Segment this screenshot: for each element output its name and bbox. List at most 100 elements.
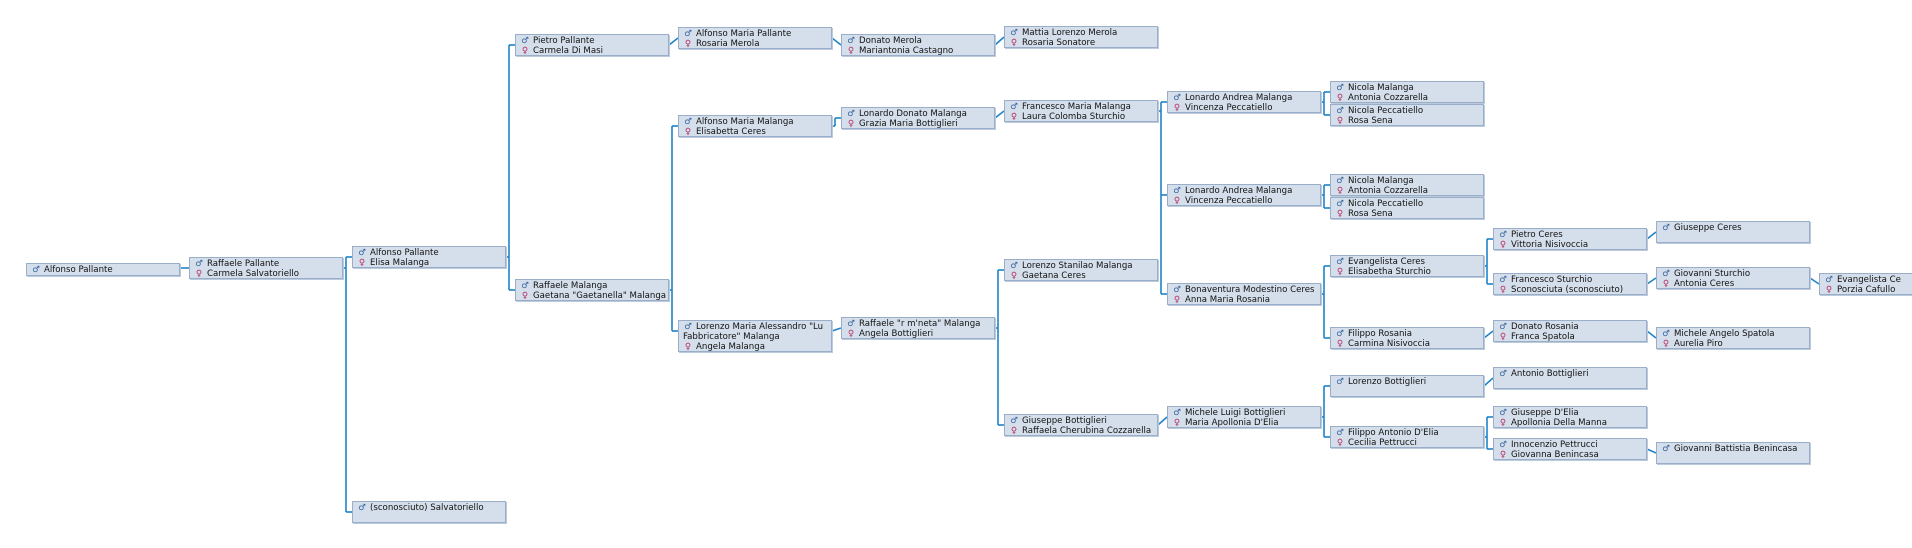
father-name: Alfonso Maria Malanga xyxy=(696,117,794,127)
father-name: Innocenzio Pettrucci xyxy=(1511,440,1598,450)
mother-name: Elisa Malanga xyxy=(370,258,430,268)
female-icon: ♀ xyxy=(1173,295,1181,305)
male-icon: ♂ xyxy=(1499,369,1507,379)
female-icon: ♀ xyxy=(1336,339,1344,349)
mother-name: Maria Apollonia D'Elia xyxy=(1185,418,1279,428)
person-box-pietro-ceres[interactable]: ♂Pietro Ceres ♀Vittoria Nisivoccia xyxy=(1493,228,1647,250)
father-name: Bonaventura Modestino Ceres xyxy=(1185,285,1315,295)
father-name: Alfonso Maria Pallante xyxy=(696,29,792,39)
father-name: Raffaele "r m'neta" Malanga xyxy=(859,319,981,329)
male-icon: ♂ xyxy=(1010,416,1018,426)
person-box-filippo-antonio-delia[interactable]: ♂Filippo Antonio D'Elia ♀Cecilia Pettruc… xyxy=(1330,426,1484,448)
female-icon: ♀ xyxy=(1010,426,1018,436)
male-icon: ♂ xyxy=(684,322,692,332)
female-icon: ♀ xyxy=(1499,418,1507,428)
person-box-pietro-pallante[interactable]: ♂Pietro Pallante ♀Carmela Di Masi xyxy=(515,34,669,56)
person-box-alfonso-pallante[interactable]: ♂ Alfonso Pallante xyxy=(26,263,180,276)
mother-name: Gaetana Ceres xyxy=(1022,271,1086,281)
father-name-line1: Lorenzo Maria Alessandro "Lu xyxy=(696,322,824,332)
father-name: Donato Merola xyxy=(859,36,922,46)
female-icon: ♀ xyxy=(847,329,855,339)
father-name: Giuseppe Bottiglieri xyxy=(1022,416,1107,426)
father-name: Lorenzo Bottiglieri xyxy=(1348,377,1427,387)
person-box-giuseppe-bottiglieri[interactable]: ♂Giuseppe Bottiglieri ♀Raffaela Cherubin… xyxy=(1004,414,1158,436)
mother-name: Franca Spatola xyxy=(1511,332,1575,342)
male-icon: ♂ xyxy=(1662,444,1670,454)
male-icon: ♂ xyxy=(1336,199,1344,209)
mother-name: Antonia Cozzarella xyxy=(1348,93,1429,103)
male-icon: ♂ xyxy=(1499,230,1507,240)
mother-name: Rosaria Sonatore xyxy=(1022,38,1096,48)
male-icon: ♂ xyxy=(195,259,203,269)
person-box-nicola-peccatiello-2[interactable]: ♂Nicola Peccatiello ♀Rosa Sena xyxy=(1330,197,1484,219)
father-name: Michele Luigi Bottiglieri xyxy=(1185,408,1286,418)
person-box-lonardo-andrea-malanga-2[interactable]: ♂Lonardo Andrea Malanga ♀Vincenza Peccat… xyxy=(1167,184,1321,206)
father-name: Nicola Peccatiello xyxy=(1348,106,1424,116)
person-box-michele-angelo-spatola[interactable]: ♂Michele Angelo Spatola ♀Aurelia Piro xyxy=(1656,327,1810,349)
mother-name: Angela Malanga xyxy=(696,342,765,352)
female-icon: ♀ xyxy=(1662,339,1670,349)
person-box-antonio-bottiglieri[interactable]: ♂Antonio Bottiglieri xyxy=(1493,367,1647,389)
male-icon: ♂ xyxy=(1010,102,1018,112)
person-box-raffaele-r-mneta-malanga[interactable]: ♂Raffaele "r m'neta" Malanga ♀Angela Bot… xyxy=(841,317,995,339)
male-icon: ♂ xyxy=(1173,408,1181,418)
male-icon: ♂ xyxy=(1336,428,1344,438)
person-box-lorenzo-stanilao-malanga[interactable]: ♂Lorenzo Stanilao Malanga ♀Gaetana Ceres xyxy=(1004,259,1158,281)
person-box-nicola-peccatiello-1[interactable]: ♂Nicola Peccatiello ♀Rosa Sena xyxy=(1330,104,1484,126)
person-box-donato-rosania[interactable]: ♂Donato Rosania ♀Franca Spatola xyxy=(1493,320,1647,342)
male-icon: ♂ xyxy=(1499,440,1507,450)
female-icon: ♀ xyxy=(684,342,692,352)
person-box-donato-merola[interactable]: ♂Donato Merola ♀Mariantonia Castagno xyxy=(841,34,995,56)
person-box-michele-luigi-bottiglieri[interactable]: ♂Michele Luigi Bottiglieri ♀Maria Apollo… xyxy=(1167,406,1321,428)
person-box-sconosciuto-salvatoriello[interactable]: ♂(sconosciuto) Salvatoriello xyxy=(352,501,506,523)
person-box-lonardo-andrea-malanga-1[interactable]: ♂Lonardo Andrea Malanga ♀Vincenza Peccat… xyxy=(1167,91,1321,113)
person-box-lorenzo-bottiglieri[interactable]: ♂Lorenzo Bottiglieri xyxy=(1330,375,1484,397)
person-box-francesco-sturchio[interactable]: ♂Francesco Sturchio ♀Sconosciuta (sconos… xyxy=(1493,273,1647,295)
male-icon: ♂ xyxy=(1010,261,1018,271)
mother-name: Rosa Sena xyxy=(1348,116,1393,126)
male-icon: ♂ xyxy=(1336,329,1344,339)
person-box-mattia-lorenzo-merola[interactable]: ♂Mattia Lorenzo Merola ♀Rosaria Sonatore xyxy=(1004,26,1158,48)
person-box-giuseppe-delia[interactable]: ♂Giuseppe D'Elia ♀Apollonia Della Manna xyxy=(1493,406,1647,428)
mother-name: Vincenza Peccatiello xyxy=(1185,103,1273,113)
mother-name: Porzia Cafullo xyxy=(1837,285,1896,295)
father-name: Filippo Antonio D'Elia xyxy=(1348,428,1439,438)
person-box-alfonso-maria-malanga[interactable]: ♂Alfonso Maria Malanga ♀Elisabetta Ceres xyxy=(678,115,832,137)
connector-segment xyxy=(1809,277,1820,285)
male-icon: ♂ xyxy=(1499,408,1507,418)
person-box-alfonso-pallante-elisa-malanga[interactable]: ♂Alfonso Pallante ♀Elisa Malanga xyxy=(352,246,506,268)
person-box-lonardo-donato-malanga[interactable]: ♂Lonardo Donato Malanga ♀Grazia Maria Bo… xyxy=(841,107,995,129)
person-box-alfonso-maria-pallante[interactable]: ♂Alfonso Maria Pallante ♀Rosaria Merola xyxy=(678,27,832,49)
person-box-bonaventura-modestino-ceres[interactable]: ♂Bonaventura Modestino Ceres ♀Anna Maria… xyxy=(1167,283,1321,305)
connector-segment xyxy=(1646,277,1657,285)
person-box-raffaele-malanga[interactable]: ♂Raffaele Malanga ♀Gaetana "Gaetanella" … xyxy=(515,279,669,301)
person-box-lorenzo-maria-alessandro-malanga[interactable]: ♂Lorenzo Maria Alessandro "Lu Fabbricato… xyxy=(678,320,832,352)
father-name: Francesco Maria Malanga xyxy=(1022,102,1131,112)
female-icon: ♀ xyxy=(1336,209,1344,219)
person-box-filippo-rosania[interactable]: ♂ Filippo Rosania ♀ Carmina Nisivoccia xyxy=(1330,327,1484,349)
person-box-giuseppe-ceres[interactable]: ♂Giuseppe Ceres xyxy=(1656,221,1810,243)
mother-name: Apollonia Della Manna xyxy=(1511,418,1607,428)
person-box-raffaele-pallante[interactable]: ♂Raffaele Pallante ♀Carmela Salvatoriell… xyxy=(189,257,343,279)
female-icon: ♀ xyxy=(847,119,855,129)
father-name: Filippo Rosania xyxy=(1348,329,1413,339)
person-box-innocenzio-pettrucci[interactable]: ♂Innocenzio Pettrucci ♀Giovanna Benincas… xyxy=(1493,438,1647,460)
person-box-evangelista-ceres[interactable]: ♂Evangelista Ceres ♀Elisabetha Sturchio xyxy=(1330,255,1484,277)
mother-name: Carmina Nisivoccia xyxy=(1348,339,1430,349)
male-icon: ♂ xyxy=(32,265,40,275)
person-box-giovanni-battistia-benincasa[interactable]: ♂Giovanni Battistia Benincasa xyxy=(1656,442,1810,464)
connector-segment xyxy=(831,37,842,46)
father-name: Alfonso Pallante xyxy=(44,265,113,275)
mother-name: Carmela Di Masi xyxy=(533,46,603,56)
male-icon: ♂ xyxy=(358,503,366,513)
male-icon: ♂ xyxy=(1336,83,1344,93)
person-box-francesco-maria-malanga[interactable]: ♂Francesco Maria Malanga ♀Laura Colomba … xyxy=(1004,100,1158,122)
female-icon: ♀ xyxy=(684,127,692,137)
mother-name: Rosaria Merola xyxy=(696,39,760,49)
person-box-nicola-malanga-1[interactable]: ♂Nicola Malanga ♀Antonia Cozzarella xyxy=(1330,81,1484,103)
person-box-giovanni-sturchio[interactable]: ♂Giovanni Sturchio ♀Antonia Ceres xyxy=(1656,267,1810,289)
father-name: Mattia Lorenzo Merola xyxy=(1022,28,1118,38)
person-box-nicola-malanga-2[interactable]: ♂Nicola Malanga ♀Antonia Cozzarella xyxy=(1330,174,1484,196)
person-box-evangelista-ce[interactable]: ♂Evangelista Ce ♀Porzia Cafullo xyxy=(1819,273,1912,295)
female-icon: ♀ xyxy=(1336,93,1344,103)
